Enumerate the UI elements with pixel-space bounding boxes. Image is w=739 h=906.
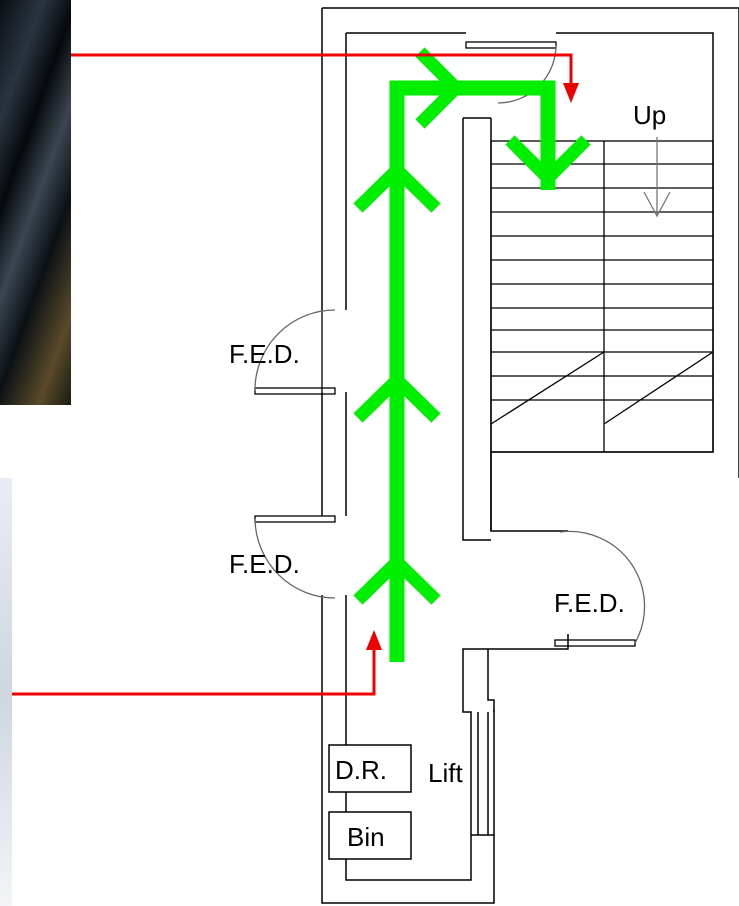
pointer-heads xyxy=(366,83,579,650)
fed-label-upper: F.E.D. xyxy=(229,339,300,369)
outer-walls xyxy=(321,7,739,904)
escape-route xyxy=(353,47,591,662)
lift-shaft xyxy=(471,712,494,836)
fed-label-middle: F.E.D. xyxy=(229,549,300,579)
arrowhead-down-icon xyxy=(563,83,579,103)
fire-exit-doors xyxy=(254,41,646,647)
photo-thumbnail-bottom xyxy=(0,478,12,906)
fed-label-right: F.E.D. xyxy=(554,588,625,618)
stairs-up-label: Up xyxy=(633,100,666,130)
pointer-top xyxy=(71,53,573,86)
lift-label: Lift xyxy=(428,758,463,788)
bin-label: Bin xyxy=(347,822,385,852)
small-rooms xyxy=(328,744,412,860)
pointers xyxy=(12,53,573,696)
arrow-down-icon xyxy=(643,137,671,218)
dr-label: D.R. xyxy=(335,755,387,785)
arrowhead-up-icon xyxy=(366,630,382,650)
chevron-right-icon xyxy=(415,47,466,129)
staircase xyxy=(490,140,714,453)
bin-box xyxy=(328,811,412,860)
chevron-up-icon xyxy=(353,370,441,423)
photo-thumbnail-top xyxy=(0,0,71,405)
chevron-down-icon xyxy=(505,135,591,188)
chevron-up-icon xyxy=(353,552,441,605)
dr-box xyxy=(328,744,412,793)
chevron-up-icon xyxy=(353,160,441,213)
pointer-bottom xyxy=(12,646,376,696)
